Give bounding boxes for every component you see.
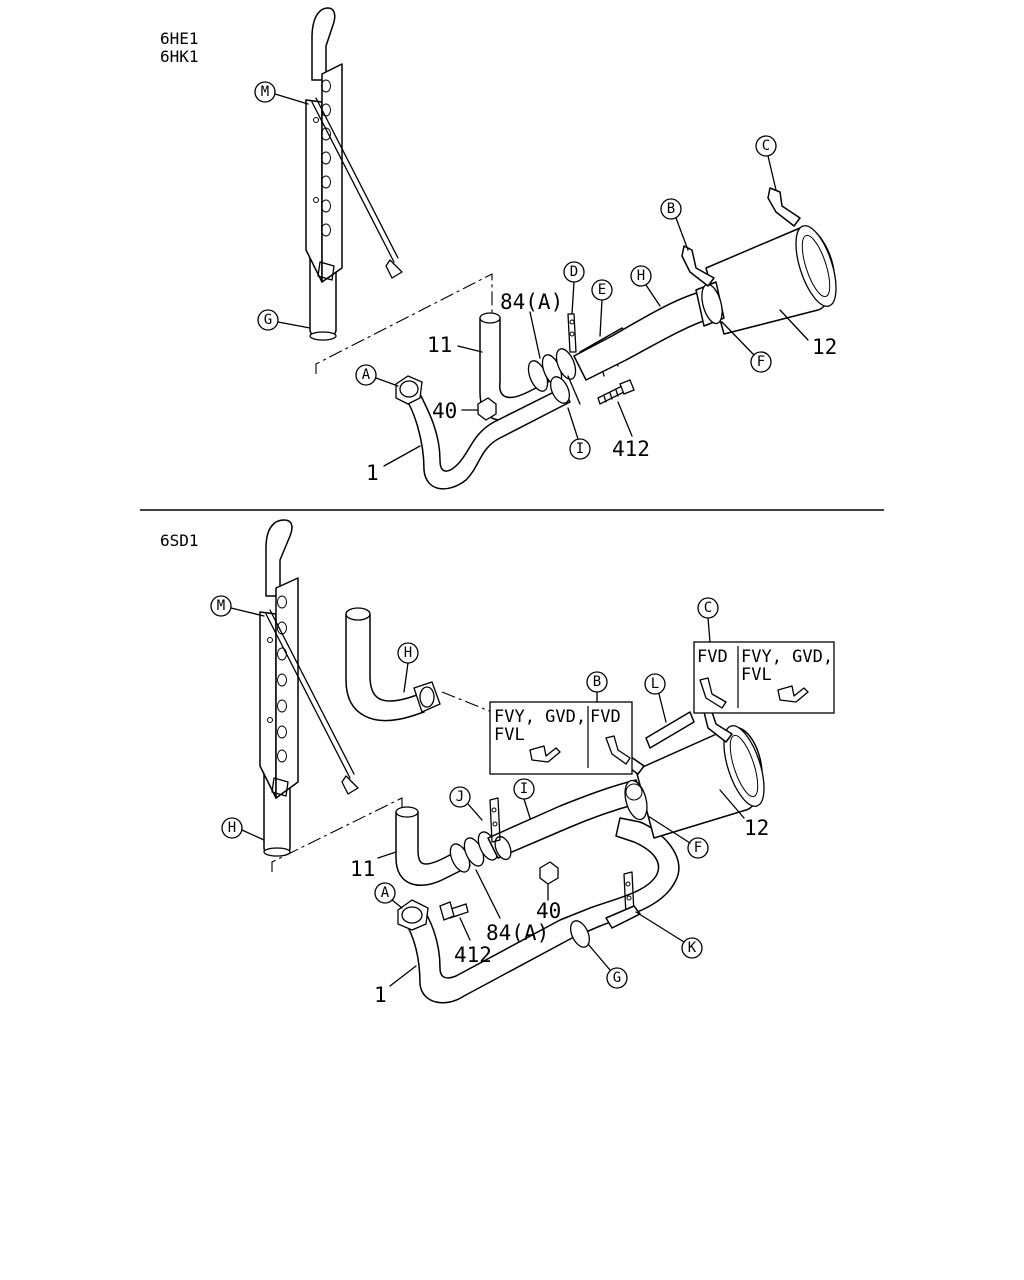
callout-a-top: A — [355, 364, 399, 387]
bolt-412 — [597, 379, 635, 405]
part-12-top: 12 — [812, 335, 837, 359]
svg-text:J: J — [456, 789, 464, 805]
pipe-h — [573, 291, 713, 381]
model-label-6sd1: 6SD1 — [160, 531, 199, 550]
part-1-top: 1 — [366, 461, 379, 485]
callout-j-bottom: J — [449, 786, 483, 821]
svg-text:F: F — [694, 840, 702, 856]
box-c-right-line2: FVL — [741, 665, 772, 685]
callout-g-bottom: H — [221, 817, 265, 841]
part-40-top: 40 — [432, 399, 457, 423]
section-6sd1: 6SD1 — [160, 519, 835, 1007]
callout-h-upper: H — [397, 642, 419, 693]
part-1-bottom: 1 — [374, 983, 387, 1007]
callout-b-top: B — [660, 198, 689, 251]
callout-h-top: H — [630, 265, 661, 307]
svg-text:A: A — [381, 885, 390, 901]
svg-text:C: C — [762, 138, 770, 154]
box-c-right-line1: FVY, GVD, — [741, 647, 833, 667]
callout-a-bottom: A — [374, 882, 403, 909]
callout-g-top: G — [257, 309, 311, 331]
pipe-h-upper — [345, 613, 425, 722]
svg-text:H: H — [404, 645, 412, 661]
part-412-bottom: 412 — [454, 943, 492, 967]
svg-text:L: L — [651, 676, 659, 692]
bracket-c — [767, 187, 801, 227]
svg-text:B: B — [593, 674, 601, 690]
callout-i-top: I — [567, 407, 591, 460]
bracket-b — [681, 245, 715, 287]
nut-40 — [477, 397, 497, 421]
box-b-right-line1: FVD — [590, 707, 621, 727]
callout-d-top: D — [563, 261, 585, 315]
box-c-left-line1: FVD — [697, 647, 728, 667]
callout-b-bottom: B — [586, 671, 608, 703]
bracket-l — [645, 711, 695, 749]
exhaust-stack-assembly-6sd1 — [259, 519, 359, 857]
svg-text:C: C — [704, 600, 712, 616]
svg-text:K: K — [688, 940, 697, 956]
section-6he1-6hk1: 6HE1 6HK1 — [160, 7, 837, 490]
exhaust-stack-assembly — [305, 7, 403, 341]
part-11-bottom: 11 — [350, 857, 375, 881]
svg-text:M: M — [261, 84, 269, 100]
model-label-6hk1: 6HK1 — [160, 47, 199, 66]
svg-text:E: E — [598, 282, 606, 298]
callout-h-main: I — [513, 778, 535, 819]
svg-text:I: I — [576, 441, 584, 457]
svg-text:D: D — [570, 264, 578, 280]
part-11-top: 11 — [427, 333, 452, 357]
svg-text:M: M — [217, 598, 225, 614]
svg-text:H: H — [637, 268, 645, 284]
callout-c-bottom: C — [697, 597, 719, 643]
box-b-left-line2: FVL — [494, 725, 525, 745]
svg-text:H: H — [228, 820, 236, 836]
svg-text:F: F — [757, 354, 765, 370]
part-84a-top: 84(A) — [500, 290, 563, 314]
callout-f-bottom: F — [647, 815, 709, 859]
callout-l-bottom: L — [644, 673, 667, 723]
part-12-bottom: 12 — [744, 816, 769, 840]
box-b-left-line1: FVY, GVD, — [494, 707, 586, 727]
model-label-6he1: 6HE1 — [160, 29, 199, 48]
callout-k-bottom: K — [635, 911, 703, 959]
variant-box-b: FVY, GVD, FVL FVD — [489, 701, 633, 775]
part-412-top: 412 — [612, 437, 650, 461]
svg-text:G: G — [264, 312, 272, 328]
callout-m-top: M — [254, 81, 309, 105]
callout-c-top: C — [755, 135, 777, 191]
svg-text:A: A — [362, 367, 371, 383]
muffler-12 — [695, 225, 837, 335]
bolt-412-6sd1 — [439, 901, 469, 921]
muffler-12-6sd1 — [624, 725, 765, 839]
callout-f-top: F — [721, 321, 772, 373]
callout-e-top: E — [591, 279, 613, 337]
variant-box-c: FVD FVY, GVD, FVL — [693, 641, 835, 714]
nut-40-6sd1 — [539, 861, 559, 885]
part-84a-bottom: 84(A) — [486, 921, 549, 945]
svg-text:G: G — [613, 970, 621, 986]
part-40-bottom: 40 — [536, 899, 561, 923]
svg-text:I: I — [520, 781, 528, 797]
svg-text:B: B — [667, 201, 675, 217]
gasket-84a — [527, 348, 577, 392]
callout-m-bottom: M — [210, 595, 265, 617]
callout-i-bottom: G — [587, 943, 628, 989]
